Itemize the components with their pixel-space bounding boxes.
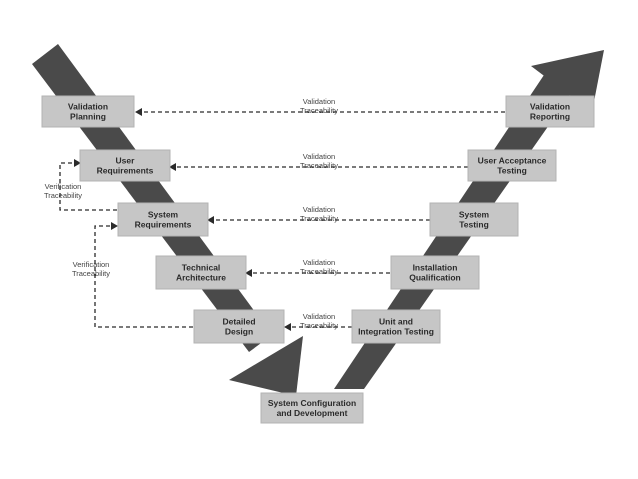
verification-traceability-label: Verification — [73, 260, 110, 269]
verification-connector-2 — [94, 225, 193, 328]
arrowhead-icon — [284, 323, 291, 331]
verification-connector-1 — [59, 162, 117, 211]
validation-traceability-label: Validation — [303, 97, 335, 106]
right-box-2-label-line: User Acceptance — [478, 156, 547, 166]
validation-traceability-label: Traceability — [300, 161, 338, 170]
verification-traceability-labels: VerificationTraceabilityVerificationTrac… — [44, 182, 110, 278]
left-box-5-label-line: Detailed — [222, 317, 255, 327]
right-box-1-label-line: Reporting — [530, 112, 570, 122]
right-box-4-label-line: Installation — [413, 263, 458, 273]
right-box-2-label-line: Testing — [497, 166, 527, 176]
left-box-3-label-line: System — [148, 210, 179, 220]
left-box-2-label-line: User — [116, 156, 136, 166]
arrowhead-icon — [111, 222, 118, 230]
left-box-5-rect — [193, 309, 285, 344]
verification-traceability-label: Traceability — [44, 191, 82, 200]
bottom-box-label-line: System Configuration — [268, 398, 356, 408]
validation-traceability-label: Validation — [303, 205, 335, 214]
verification-traceability-label: Verification — [45, 182, 82, 191]
right-box-4-rect — [390, 255, 480, 290]
validation-traceability-label: Validation — [303, 258, 335, 267]
right-box-1-rect — [505, 95, 595, 128]
right-box-1-label-line: Validation — [530, 102, 570, 112]
left-box-5-label-line: Design — [225, 327, 253, 337]
validation-traceability-label: Validation — [303, 152, 335, 161]
validation-traceability-labels: ValidationTraceabilityValidationTraceabi… — [300, 97, 338, 330]
validation-traceability-label: Validation — [303, 312, 335, 321]
validation-traceability-label: Traceability — [300, 267, 338, 276]
right-box-5-label-line: Integration Testing — [358, 327, 434, 337]
bottom-box-rect — [260, 392, 364, 424]
validation-traceability-label: Traceability — [300, 321, 338, 330]
right-box-3-label-line: Testing — [459, 220, 489, 230]
right-box-3-rect — [429, 202, 519, 237]
left-box-3-rect — [117, 202, 209, 237]
right-box-3-label-line: System — [459, 210, 490, 220]
validation-traceability-label: Traceability — [300, 106, 338, 115]
right-box-5-label-line: Unit and — [379, 317, 413, 327]
connectors — [59, 108, 505, 331]
verification-traceability-label: Traceability — [72, 269, 110, 278]
left-box-2-rect — [79, 149, 171, 182]
arrowhead-icon — [245, 269, 252, 277]
right-box-2-rect — [467, 149, 557, 182]
arrowhead-icon — [135, 108, 142, 116]
left-box-1-label-line: Validation — [68, 102, 108, 112]
validation-traceability-label: Traceability — [300, 214, 338, 223]
left-box-4-label-line: Architecture — [176, 273, 226, 283]
arrowhead-icon — [74, 159, 81, 167]
arrowhead-icon — [207, 216, 214, 224]
left-box-3-label-line: Requirements — [135, 220, 192, 230]
left-box-1-rect — [41, 95, 135, 128]
arrowhead-icon — [169, 163, 176, 171]
left-box-1-label-line: Planning — [70, 112, 106, 122]
left-box-2-label-line: Requirements — [97, 166, 154, 176]
right-box-4-label-line: Qualification — [409, 273, 460, 283]
left-phase-boxes: ValidationPlanningUserRequirementsSystem… — [41, 95, 285, 344]
left-descending-arrowhead — [229, 336, 303, 396]
right-box-5-rect — [351, 309, 441, 344]
left-box-4-rect — [155, 255, 247, 290]
bottom-box-label-line: and Development — [277, 408, 348, 418]
left-box-4-label-line: Technical — [182, 263, 221, 273]
